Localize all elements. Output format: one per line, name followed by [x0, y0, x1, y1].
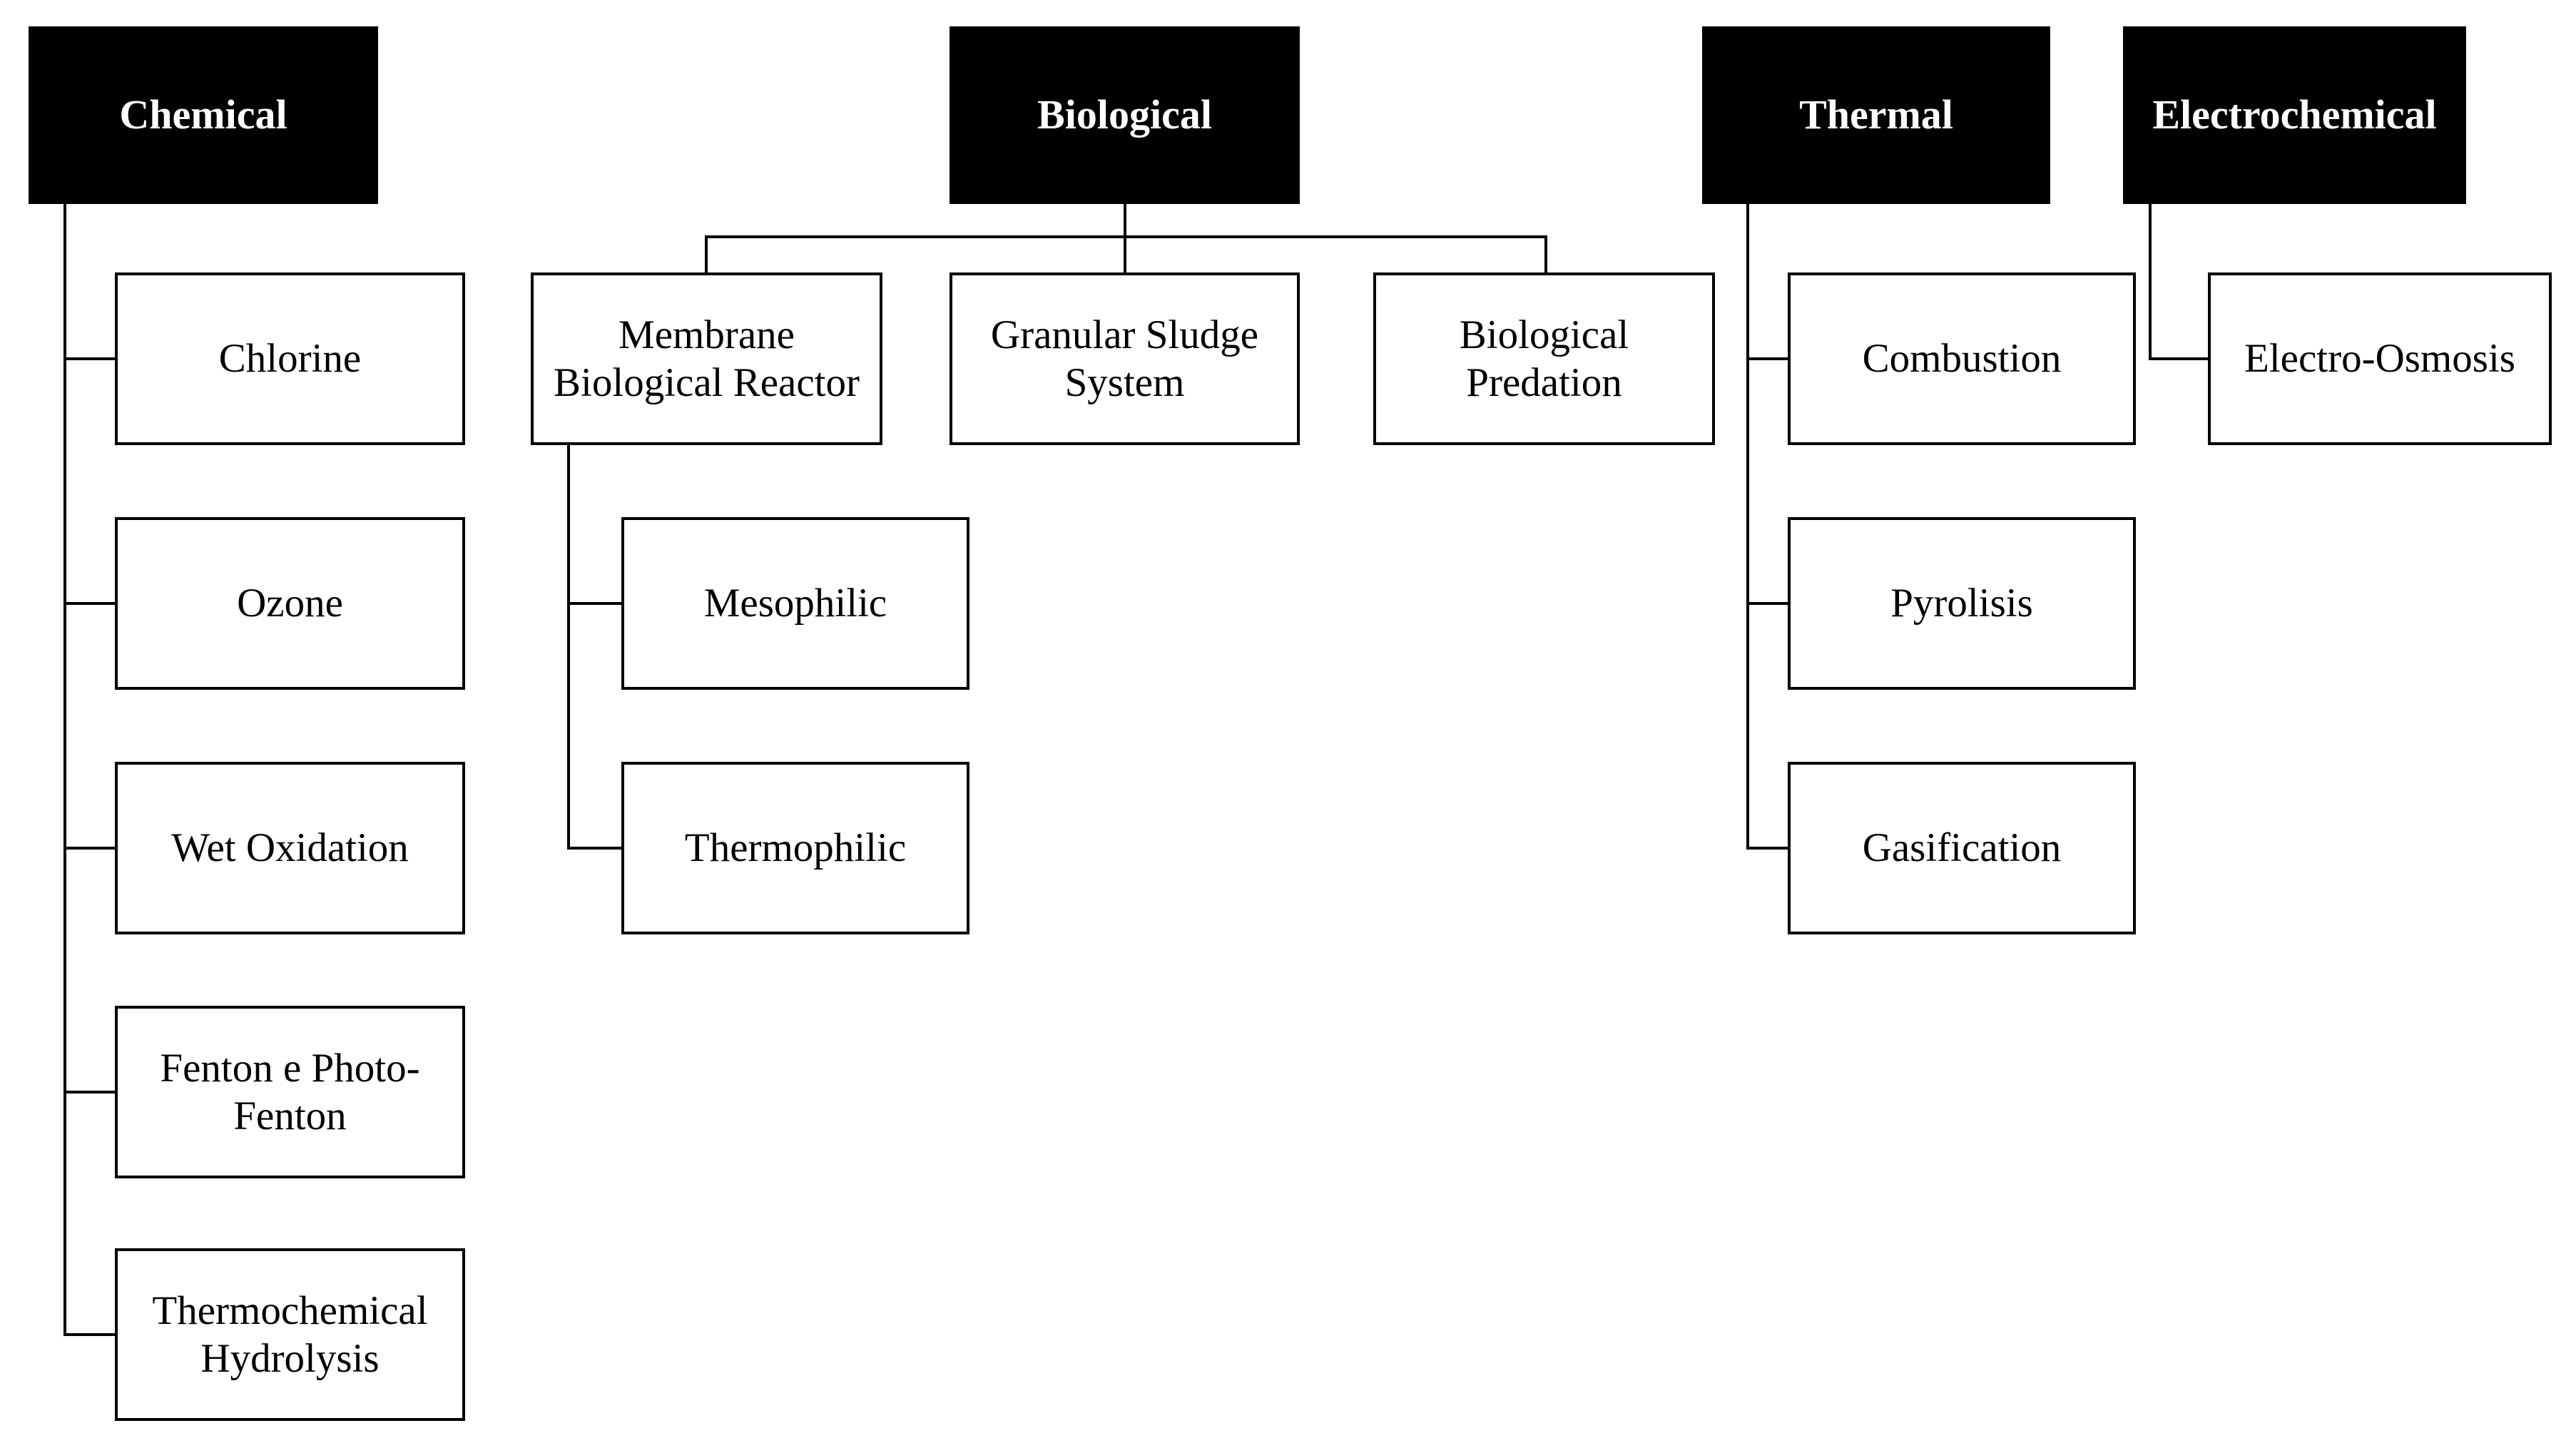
node-box-electro-osmosis: Electro-Osmosis: [2208, 272, 2552, 445]
node-label: Gasification: [1862, 825, 2062, 871]
node-label: Ozone: [237, 581, 343, 626]
category-box-thermal: Thermal: [1702, 26, 2050, 204]
connector-biological-drop-granular: [1124, 235, 1126, 275]
node-label: Granular Sludge System: [990, 312, 1259, 405]
category-box-electrochemical: Electrochemical: [2123, 26, 2466, 204]
node-box-pyrolisis: Pyrolisis: [1788, 517, 2136, 690]
node-label: Electro-Osmosis: [2244, 336, 2515, 382]
category-label: Thermal: [1799, 91, 1953, 138]
node-label: Thermophilic: [684, 825, 907, 871]
category-label: Biological: [1037, 91, 1212, 138]
node-label: Biological Predation: [1459, 312, 1629, 405]
connector-biological-drop-predation: [1544, 235, 1547, 275]
category-label: Electrochemical: [2152, 91, 2437, 138]
connector-thermal-stub-combustion: [1746, 357, 1791, 360]
node-box-chlorine: Chlorine: [115, 272, 465, 445]
node-box-mesophilic: Mesophilic: [621, 517, 969, 690]
connector-chemical-stub-chlorine: [63, 357, 118, 360]
connector-thermal-stub-pyrolisis: [1746, 602, 1791, 605]
node-box-granular-sludge-system: Granular Sludge System: [950, 272, 1300, 445]
node-label: Pyrolisis: [1890, 581, 2033, 626]
connector-biological-trunk: [1124, 203, 1126, 238]
node-box-gasification: Gasification: [1788, 762, 2136, 934]
node-label: Membrane Biological Reactor: [554, 312, 860, 405]
category-label: Chemical: [119, 91, 287, 138]
connector-membrane-stub-mesophilic: [567, 602, 624, 605]
connector-electrochemical-stub-electro-osmosis: [2149, 357, 2211, 360]
connector-thermal-trunk: [1746, 203, 1749, 850]
node-box-thermophilic: Thermophilic: [621, 762, 969, 934]
connector-thermal-stub-gasification: [1746, 847, 1791, 850]
connector-chemical-stub-wet-oxidation: [63, 847, 118, 850]
node-box-wet-oxidation: Wet Oxidation: [115, 762, 465, 934]
node-label: Chlorine: [218, 336, 362, 382]
node-box-membrane-biological-reactor: Membrane Biological Reactor: [531, 272, 882, 445]
connector-electrochemical-trunk: [2149, 203, 2152, 360]
node-box-fenton-photo-fenton: Fenton e Photo-Fenton: [115, 1006, 465, 1178]
node-box-thermochemical-hydrolysis: Thermochemical Hydrolysis: [115, 1248, 465, 1421]
connector-biological-drop-membrane: [705, 235, 708, 275]
connector-chemical-stub-fenton: [63, 1091, 118, 1093]
connector-chemical-trunk: [63, 203, 66, 1336]
category-box-chemical: Chemical: [29, 26, 378, 204]
node-box-ozone: Ozone: [115, 517, 465, 690]
node-box-biological-predation: Biological Predation: [1373, 272, 1715, 445]
connector-membrane-trunk: [567, 444, 570, 850]
node-label: Fenton e Photo-Fenton: [160, 1045, 420, 1138]
node-label: Wet Oxidation: [171, 825, 409, 871]
connector-membrane-stub-thermophilic: [567, 847, 624, 850]
category-box-biological: Biological: [950, 26, 1300, 204]
connector-chemical-stub-ozone: [63, 602, 118, 605]
node-label: Mesophilic: [703, 581, 887, 626]
node-label: Combustion: [1862, 336, 2062, 382]
node-box-combustion: Combustion: [1788, 272, 2136, 445]
node-label: Thermochemical Hydrolysis: [152, 1288, 428, 1381]
connector-chemical-stub-thermochemical: [63, 1333, 118, 1336]
